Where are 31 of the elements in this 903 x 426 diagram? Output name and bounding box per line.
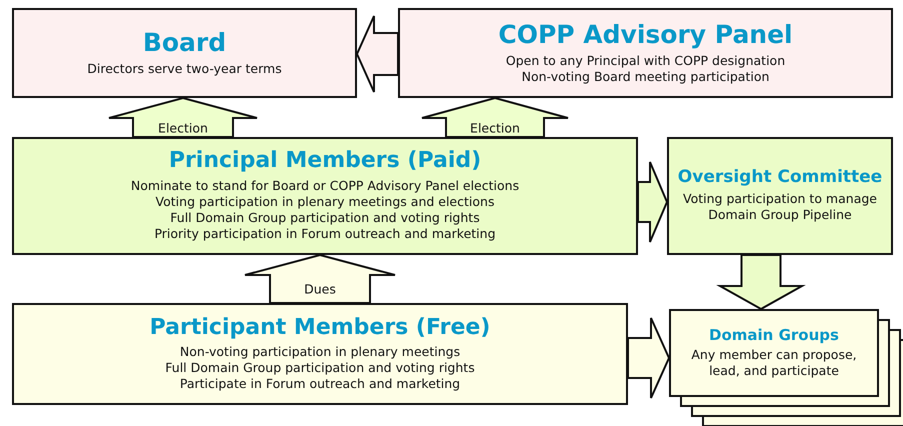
edge-label: Election — [468, 120, 522, 135]
box-title: Principal Members (Paid) — [168, 149, 482, 174]
box-title: Participant Members (Free) — [150, 316, 490, 340]
member-box — [12, 303, 628, 405]
box-description: Participate in Forum outreach and marketing — [180, 376, 460, 392]
box-description: Any member can propose, lead, and participate — [690, 347, 858, 380]
box-description: Non-voting participation in plenary meetings — [180, 344, 460, 360]
box-title: COPP Advisory Panel — [498, 21, 793, 48]
edge-label: Dues — [302, 282, 338, 296]
edge-label: Election — [156, 120, 210, 135]
box-description: Open to any Principal with COPP designation — [506, 52, 786, 69]
member-box — [12, 137, 638, 255]
box-description: Non-voting Board meeting participation — [522, 68, 770, 85]
box-description: Priority participation in Forum outreach and marketing — [154, 226, 496, 243]
box-description: Full Domain Group participation and voting rights — [165, 360, 475, 376]
block-arrow — [356, 15, 399, 93]
member-box — [398, 8, 893, 98]
member-box — [669, 309, 879, 397]
box-title: Domain Groups — [709, 326, 839, 343]
box-description: Voting participation to manage Domain Group Pipeline — [682, 191, 878, 224]
block-arrow — [716, 254, 806, 310]
member-box — [12, 8, 357, 98]
block-arrow — [637, 161, 668, 243]
box-description: Directors serve two-year terms — [87, 60, 282, 77]
member-box — [667, 137, 893, 255]
box-description: Full Domain Group participation and voting rights — [170, 210, 480, 226]
box-description: Nominate to stand for Board or COPP Advisory Panel elections — [130, 178, 520, 194]
box-title: Oversight Committee — [678, 168, 882, 188]
box-title: Board — [142, 29, 226, 57]
block-arrow — [627, 317, 670, 399]
box-description: Voting participation in plenary meetings and elections — [156, 194, 494, 210]
